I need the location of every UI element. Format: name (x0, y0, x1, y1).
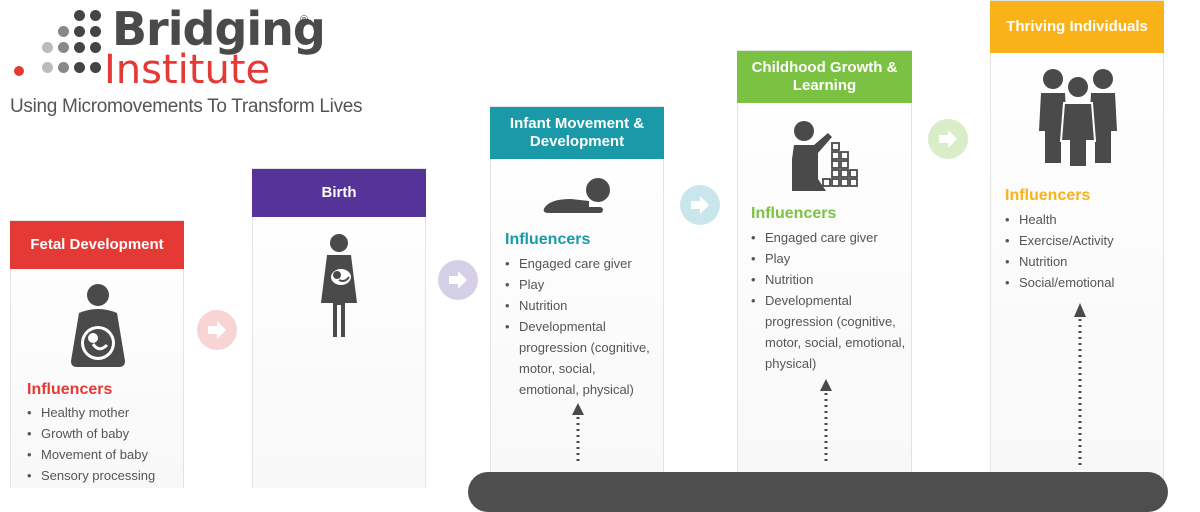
list-item: Movement of baby (27, 444, 177, 465)
crawling-infant-icon (543, 178, 610, 213)
logo-dot (14, 66, 24, 76)
list-item: Engaged care giver (751, 227, 906, 248)
logo-dot (58, 42, 69, 53)
list-item: Health (1005, 209, 1155, 230)
stage-birth: Birth (252, 168, 426, 488)
bottom-foundation-bar (468, 472, 1168, 512)
influencers-label: Influencers (27, 381, 113, 398)
logo-dot (90, 10, 101, 21)
stage-title: Thriving Individuals (990, 1, 1164, 53)
list-item: Healthy mother (27, 402, 177, 423)
influencer-list: Health Exercise/Activity Nutrition Socia… (1005, 209, 1155, 293)
registered-mark: ® (300, 14, 309, 26)
logo-word-institute: Institute (104, 47, 271, 93)
stage-title: Childhood Growth & Learning (737, 51, 912, 103)
influencer-list: Engaged care giver Play Nutrition Develo… (505, 253, 655, 400)
list-item: Engaged care giver (505, 253, 655, 274)
child-building-blocks-icon (792, 121, 858, 191)
mother-holding-baby-icon (321, 234, 357, 337)
list-item: Social/emotional (1005, 272, 1155, 293)
influencers-label: Influencers (505, 231, 591, 248)
tagline: Using Micromovements To Transform Lives (10, 96, 363, 117)
list-item: Play (751, 248, 906, 269)
logo-word-bridging: Bridging (112, 2, 326, 56)
group-of-people-icon (1039, 69, 1117, 167)
stage-title: Fetal Development (10, 221, 184, 269)
stage-childhood-growth: Childhood Growth & Learning Influencers … (737, 50, 912, 488)
stage-title: Infant Movement & Development (490, 107, 664, 159)
logo-dot (90, 26, 101, 37)
logo-dot (58, 26, 69, 37)
list-item: Sensory processing (27, 465, 177, 486)
list-item: Play (505, 274, 655, 295)
influencers-label: Influencers (751, 205, 837, 222)
logo-dot (74, 10, 85, 21)
stage-title: Birth (252, 169, 426, 217)
influencer-list: Healthy mother Growth of baby Movement o… (27, 402, 177, 486)
stage-thriving-individuals: Thriving Individuals Influencers Health … (990, 0, 1164, 488)
pregnant-woman-icon (71, 284, 125, 367)
logo-dot (90, 42, 101, 53)
logo-dot (58, 62, 69, 73)
right-arrow-icon (680, 185, 720, 225)
right-arrow-icon (197, 310, 237, 350)
list-item: Growth of baby (27, 423, 177, 444)
influencer-list: Engaged care giver Play Nutrition Develo… (751, 227, 906, 374)
stage-infant-movement: Infant Movement & Development Influencer… (490, 106, 664, 488)
list-item: Developmental progression (cognitive, mo… (505, 316, 655, 400)
list-item: Exercise/Activity (1005, 230, 1155, 251)
logo-dot (74, 26, 85, 37)
list-item: Developmental progression (cognitive, mo… (751, 290, 906, 374)
logo-dot (42, 62, 53, 73)
logo-dot (74, 62, 85, 73)
stage-fetal-development: Fetal Development Influencers Healthy mo… (10, 220, 184, 488)
logo-dot (42, 42, 53, 53)
influencers-label: Influencers (1005, 187, 1091, 204)
dotted-up-arrow (820, 379, 832, 463)
dotted-up-arrow (1074, 303, 1086, 467)
right-arrow-icon (438, 260, 478, 300)
logo-dot (90, 62, 101, 73)
logo-dot (74, 42, 85, 53)
list-item: Nutrition (1005, 251, 1155, 272)
list-item: Nutrition (751, 269, 906, 290)
list-item: Nutrition (505, 295, 655, 316)
bridging-institute-logo: Bridging ® Institute (10, 4, 340, 124)
right-arrow-icon (928, 119, 968, 159)
dotted-up-arrow (572, 403, 584, 465)
